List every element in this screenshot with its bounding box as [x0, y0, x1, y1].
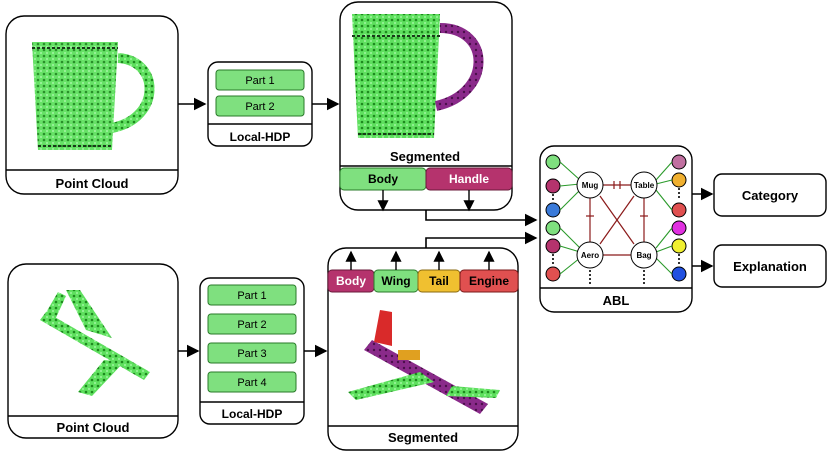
tag-body-bottom-label: Body: [336, 274, 366, 288]
bottom-segmented-label: Segmented: [388, 430, 458, 445]
abl-left-circle-3: [545, 202, 561, 218]
abl-right-circle-1: [671, 154, 687, 170]
abl-panel: Mug Table Aero Bag ABL: [539, 145, 693, 313]
category-label: Category: [742, 188, 799, 203]
top-point-cloud-label: Point Cloud: [56, 176, 129, 191]
segmented-airplane-icon: [348, 310, 500, 414]
top-local-hdp-panel: Part 1 Part 2 Local-HDP: [207, 61, 313, 147]
abl-label: ABL: [603, 293, 630, 308]
tag-wing-label: Wing: [381, 274, 410, 288]
abl-node-bag-label: Bag: [636, 251, 651, 260]
top-part-1-label: Part 1: [245, 75, 274, 87]
bottom-part-2-label: Part 2: [237, 319, 266, 331]
bottom-part-1-box: [207, 284, 297, 306]
bottom-local-hdp-label: Local-HDP: [222, 407, 283, 421]
category-output-box: Category: [713, 173, 827, 217]
abl-right-circle-6: [671, 266, 687, 282]
explanation-label: Explanation: [733, 259, 807, 274]
segmented-mug-icon: [352, 14, 484, 138]
top-segmented-panel: Segmented Body Handle: [339, 1, 513, 211]
abl-right-circle-5: [671, 238, 687, 254]
abl-node-bag: [630, 241, 658, 269]
bottom-part-4-label: Part 4: [237, 377, 266, 389]
bottom-part-3-label: Part 3: [237, 348, 266, 360]
abl-node-table-label: Table: [634, 181, 655, 190]
bottom-part-1-label: Part 1: [237, 290, 266, 302]
abl-node-mug-label: Mug: [582, 181, 599, 190]
abl-left-circle-4: [545, 220, 561, 236]
abl-left-circle-5: [545, 238, 561, 254]
top-part-2-box: [215, 95, 305, 117]
bottom-part-3-box: [207, 342, 297, 364]
abl-node-table: [630, 171, 658, 199]
abl-left-circle-2: [545, 178, 561, 194]
abl-right-circle-3: [671, 202, 687, 218]
abl-right-circle-4: [671, 220, 687, 236]
airplane-point-cloud-icon: [40, 290, 150, 396]
tag-body-top-label: Body: [368, 172, 398, 186]
explanation-output-box: Explanation: [713, 244, 827, 288]
top-local-hdp-label: Local-HDP: [230, 130, 291, 144]
bottom-point-cloud-label: Point Cloud: [57, 420, 130, 435]
bottom-local-hdp-panel: Part 1 Part 2 Part 3 Part 4 Local-HDP: [199, 277, 305, 425]
bottom-part-4-box: [207, 371, 297, 393]
abl-node-aero: [576, 241, 604, 269]
abl-left-circle-1: [545, 154, 561, 170]
tag-tail-label: Tail: [429, 274, 449, 288]
bottom-segmented-panel: Body Wing Tail Engine Segmented: [327, 247, 519, 451]
bottom-point-cloud-panel: Point Cloud: [7, 263, 179, 439]
abl-left-circle-6: [545, 266, 561, 282]
tag-handle-label: Handle: [449, 172, 489, 186]
bottom-part-2-box: [207, 313, 297, 335]
top-point-cloud-panel: Point Cloud: [5, 15, 179, 195]
abl-right-circle-2: [671, 172, 687, 188]
mug-point-cloud-icon: [32, 42, 155, 150]
top-part-2-label: Part 2: [245, 101, 274, 113]
abl-node-mug: [576, 171, 604, 199]
top-part-1-box: [215, 69, 305, 91]
abl-node-aero-label: Aero: [581, 251, 599, 260]
top-segmented-label: Segmented: [390, 149, 460, 164]
tag-engine-label: Engine: [469, 274, 509, 288]
